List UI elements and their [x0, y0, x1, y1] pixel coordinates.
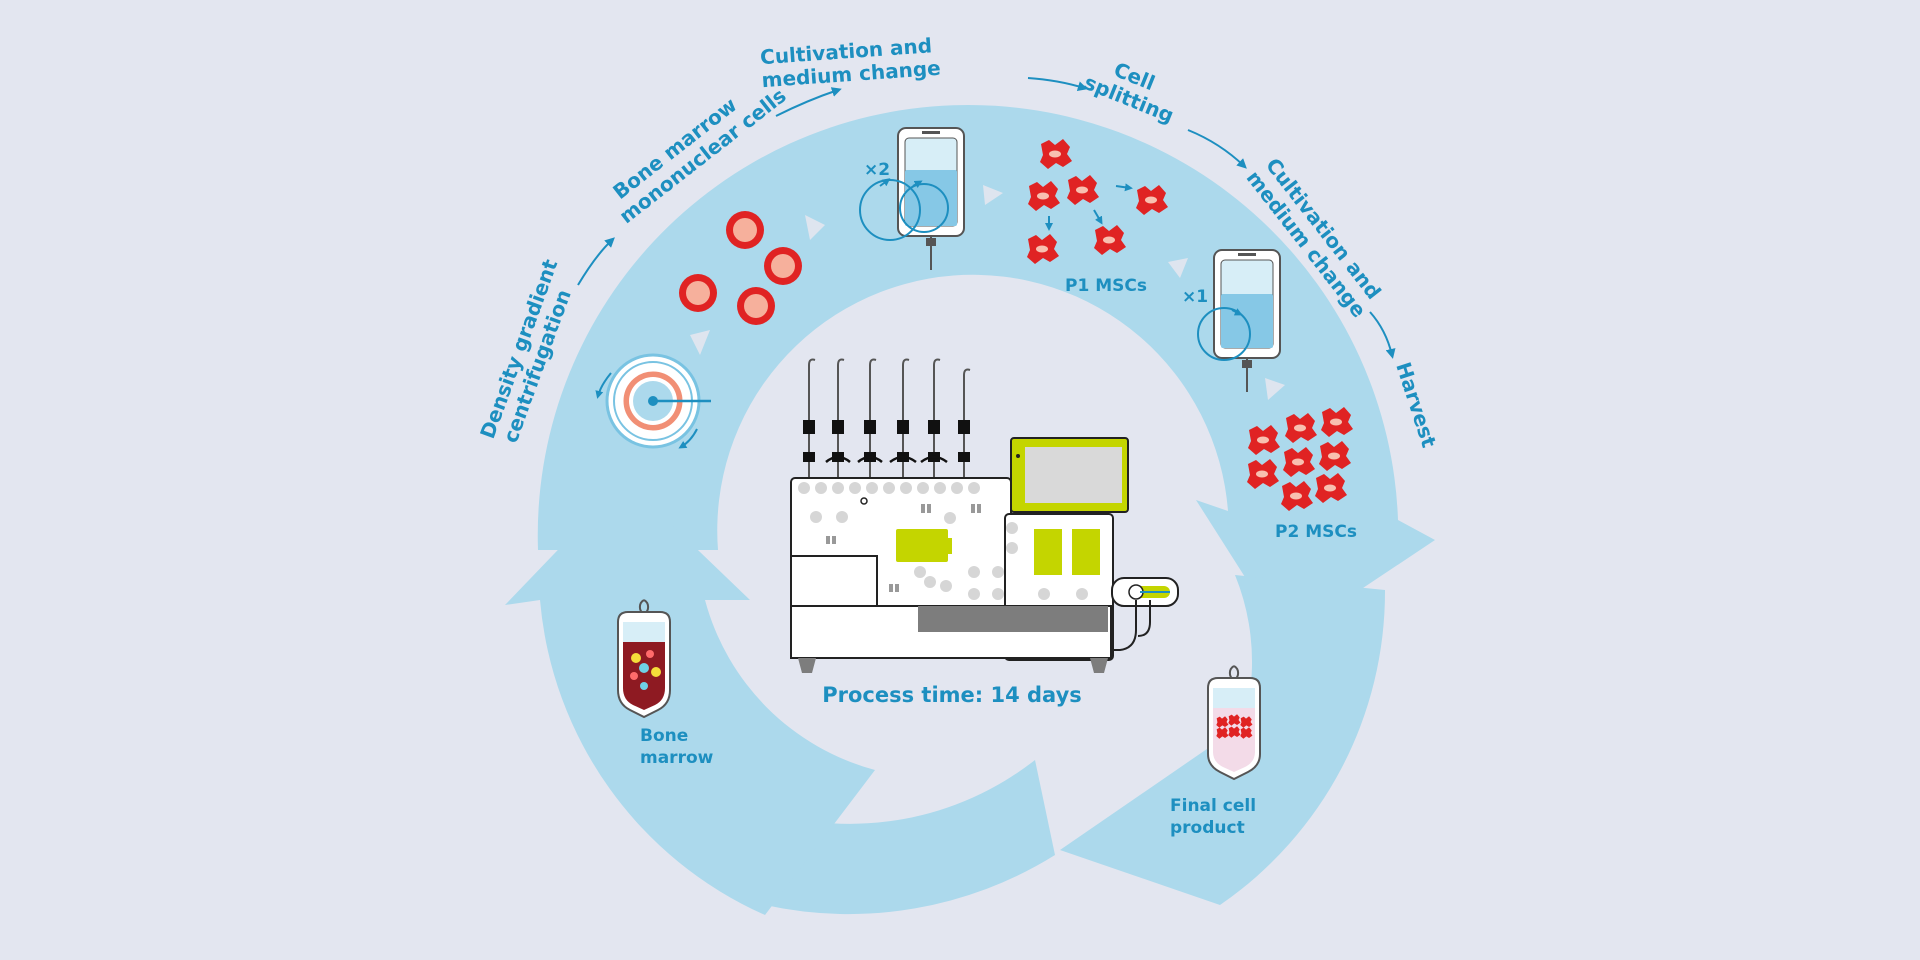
mononuclear-cell	[726, 211, 764, 249]
msc-cell	[1281, 481, 1313, 511]
cycle-ring	[505, 104, 1435, 915]
instrument-module	[896, 529, 948, 562]
label-harvest: Harvest	[1391, 359, 1441, 451]
product-bag-icon	[1207, 665, 1261, 781]
msc-cell	[1315, 473, 1347, 503]
multiplier-x2: ×2	[864, 160, 890, 180]
mixing-arrows	[1197, 307, 1251, 361]
p2-msc-cluster	[1247, 407, 1353, 511]
right-lower-arrow	[1060, 575, 1386, 905]
label-p2-mscs: P2 MSCs	[1275, 522, 1357, 542]
msc-cell	[1028, 181, 1060, 211]
mixing-arrows	[859, 178, 949, 241]
instrument-module	[1034, 529, 1062, 575]
process-time: Process time: 14 days	[822, 683, 1082, 707]
flow-triangle	[983, 185, 1003, 205]
msc-cell	[1247, 459, 1279, 489]
msc-cell	[1285, 413, 1317, 443]
msc-cell	[1248, 425, 1280, 455]
msc-cell	[1319, 441, 1351, 471]
label-p1-mscs: P1 MSCs	[1065, 276, 1147, 296]
instrument-module	[1072, 529, 1100, 575]
instrument-drawer	[918, 606, 1108, 632]
centrifuge-icon	[595, 353, 711, 449]
msc-cell	[1094, 225, 1126, 255]
flow-triangle	[1265, 378, 1285, 400]
upper-arc-arrow	[537, 104, 1435, 640]
mononuclear-cells	[679, 211, 802, 325]
label-final-product: Final cell product	[1170, 796, 1262, 838]
msc-cell	[1040, 139, 1072, 169]
msc-cell	[1283, 447, 1315, 477]
flow-triangle	[1168, 258, 1188, 278]
flow-triangle	[690, 330, 710, 355]
mononuclear-cell	[679, 274, 717, 312]
msc-cell	[1027, 234, 1059, 264]
msc-cell	[1067, 175, 1099, 205]
label-cultivation-1: Cultivation and medium change	[759, 33, 941, 92]
p1-msc-cluster	[1027, 139, 1168, 264]
flow-triangle	[805, 215, 825, 240]
msc-cell	[1136, 185, 1168, 215]
instrument-ports	[798, 482, 1088, 600]
mononuclear-cell	[764, 247, 802, 285]
multiplier-x1: ×1	[1182, 287, 1208, 307]
cell-processing-instrument	[790, 358, 1179, 673]
label-bone-marrow: Bone marrow	[640, 726, 714, 768]
left-lower-arrow	[505, 480, 875, 915]
step-connectors	[577, 77, 1396, 359]
bottom-arrow	[760, 760, 1055, 915]
mononuclear-cell	[737, 287, 775, 325]
msc-cell	[1321, 407, 1353, 437]
blood-bag-icon	[617, 599, 671, 719]
label-cell-splitting: Cell splitting	[1081, 49, 1186, 128]
